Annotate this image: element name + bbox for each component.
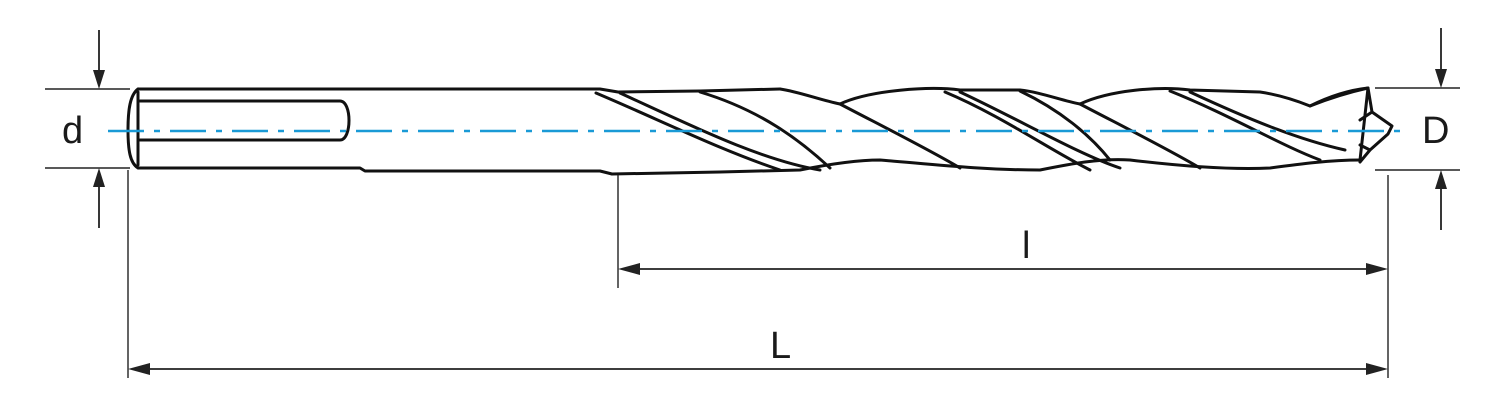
shank-diameter-dimension: d [45,30,130,228]
L-arrow-right-head [1366,363,1388,375]
flute-9 [1168,89,1322,162]
shank-slot [138,99,351,142]
flute-7 [1018,89,1112,162]
shank-diameter-label: d [62,110,83,152]
flute-length-label: l [1022,225,1030,267]
flute-8 [1078,102,1202,170]
overall-length-label: L [770,325,791,367]
L-arrow-left-head [128,363,150,375]
l-arrow-right-head [1366,263,1388,275]
flute-4 [838,102,962,170]
carbide-tip [1308,86,1394,164]
flute-10 [1188,90,1347,152]
d-arrow-bottom-head [93,168,105,187]
D-arrow-bottom-head [1435,170,1447,189]
drill-bit [126,86,1394,176]
flute-2 [618,91,822,172]
d-arrow-top-head [93,70,105,89]
drill-diameter-dimension: D [1375,28,1460,230]
flute-6 [958,90,1122,170]
flute-length-dimension: l [617,175,1389,378]
overall-length-dimension: L [127,170,1388,378]
flute-3 [698,90,832,170]
body-top-edge [778,86,1370,108]
l-arrow-left-head [618,263,640,275]
D-arrow-top-head [1435,69,1447,88]
drill-diameter-label: D [1422,110,1449,152]
body-bottom-edge [610,158,1362,176]
flute-1 [594,91,782,172]
